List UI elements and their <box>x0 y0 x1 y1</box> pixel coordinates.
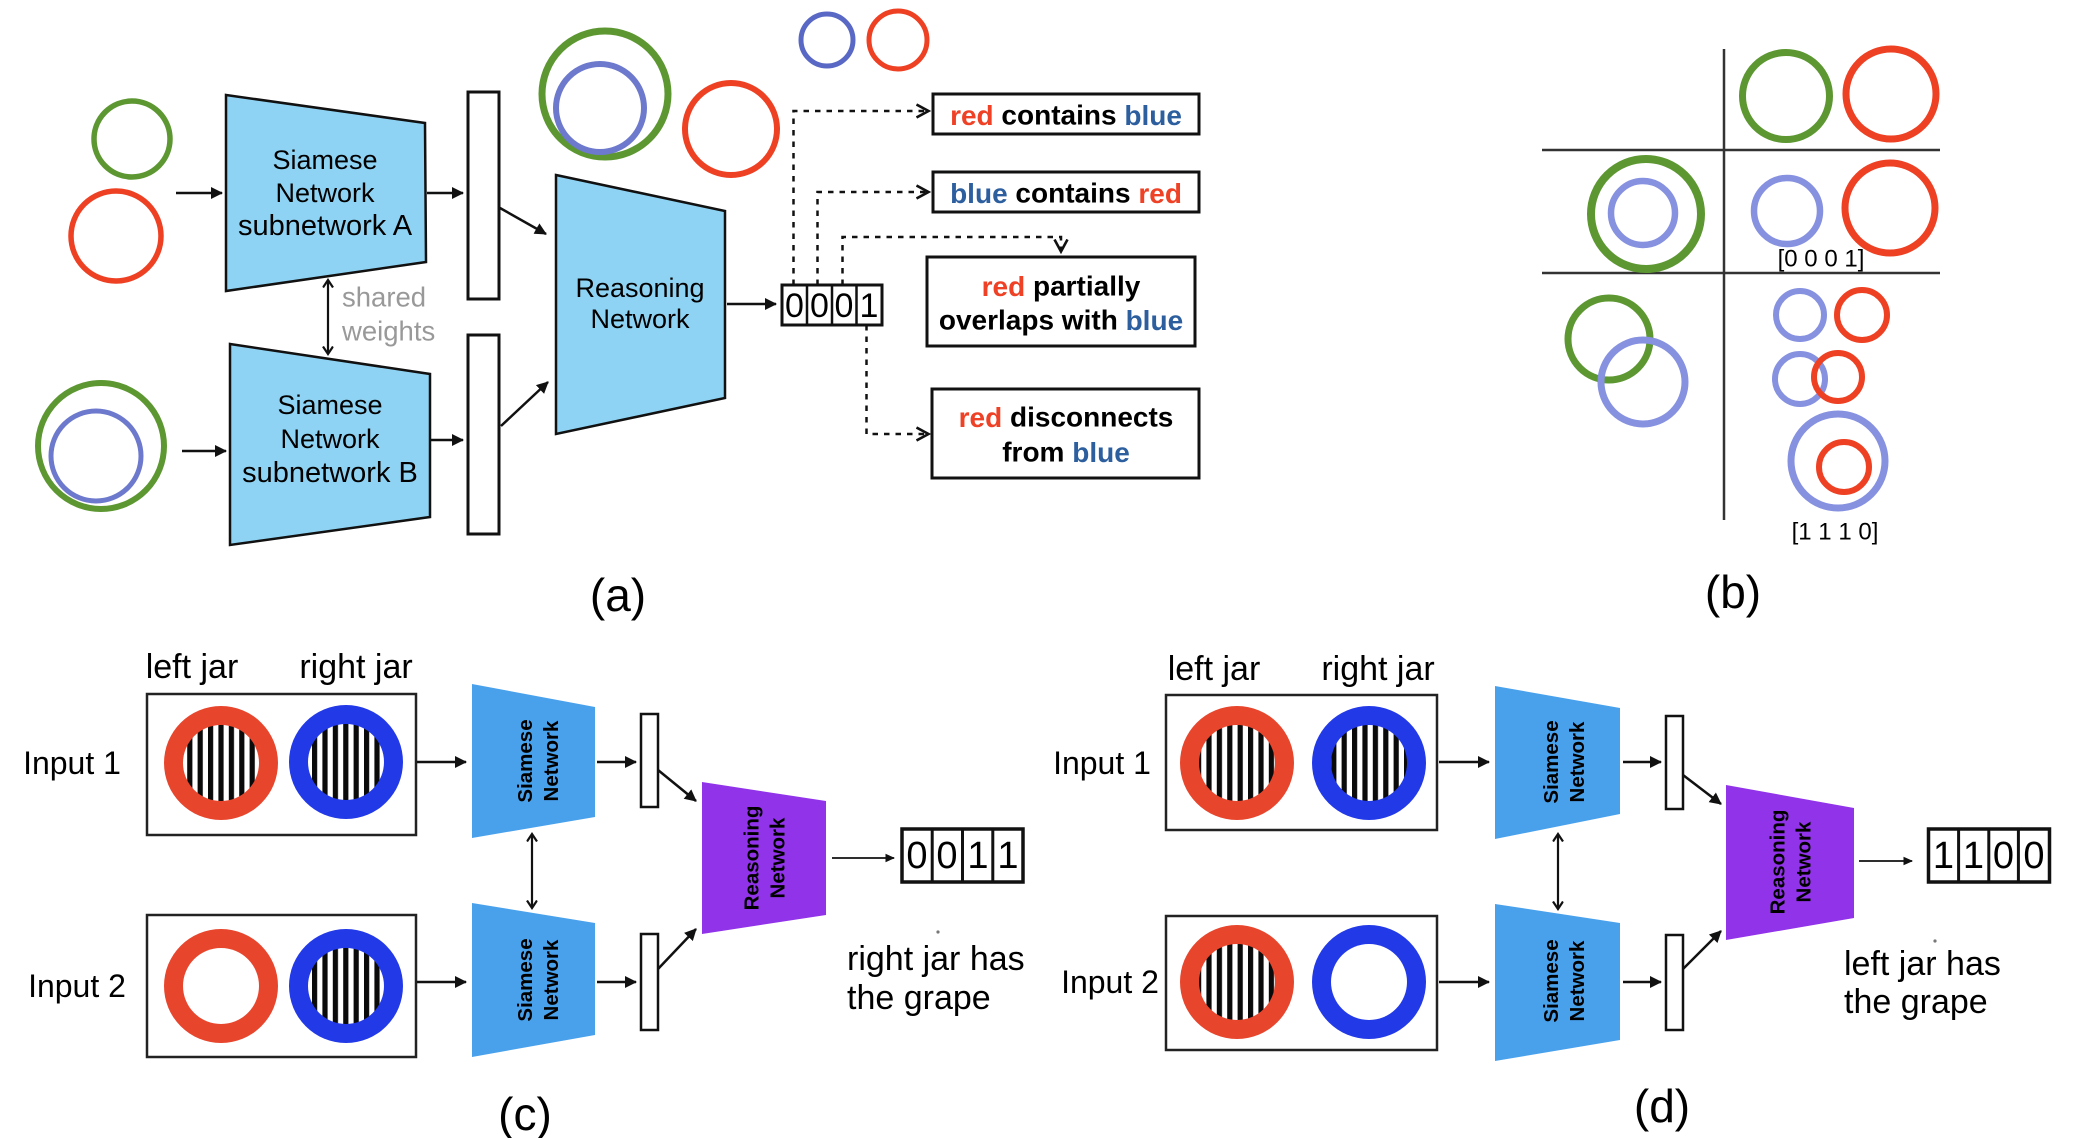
svg-text:1: 1 <box>1963 835 1984 877</box>
svg-text:Network: Network <box>1566 721 1589 802</box>
svg-text:left jar has: left jar has <box>1844 945 2001 983</box>
svg-text:the grape: the grape <box>1844 983 1988 1021</box>
svg-text:0: 0 <box>936 835 957 877</box>
svg-text:Siamese: Siamese <box>277 390 382 420</box>
svg-text:0: 0 <box>1993 835 2014 877</box>
svg-text:1: 1 <box>967 835 988 877</box>
svg-text:0: 0 <box>810 287 829 325</box>
svg-text:left jar: left jar <box>146 648 239 686</box>
svg-text:right jar: right jar <box>299 648 412 686</box>
svg-text:shared: shared <box>342 282 426 313</box>
svg-text:0: 0 <box>906 835 927 877</box>
svg-text:right jar: right jar <box>1321 650 1434 688</box>
svg-text:Siamese: Siamese <box>514 719 537 802</box>
svg-text:Network: Network <box>280 424 380 454</box>
svg-text:Network: Network <box>1793 821 1816 902</box>
svg-text:subnetwork B: subnetwork B <box>242 457 418 489</box>
svg-text:the grape: the grape <box>847 979 991 1017</box>
svg-text:red contains blue: red contains blue <box>950 100 1182 131</box>
svg-text:(b): (b) <box>1705 566 1761 618</box>
svg-text:0: 0 <box>2023 835 2044 877</box>
svg-text:(d): (d) <box>1634 1080 1690 1132</box>
svg-text:Siamese: Siamese <box>1540 939 1563 1022</box>
svg-text:Siamese: Siamese <box>272 145 377 175</box>
svg-text:Network: Network <box>767 817 790 898</box>
svg-text:from blue: from blue <box>1002 437 1130 468</box>
svg-text:subnetwork A: subnetwork A <box>238 210 413 242</box>
svg-text:Input 1: Input 1 <box>1053 745 1151 781</box>
svg-text:Reasoning: Reasoning <box>741 806 764 911</box>
svg-text:left jar: left jar <box>1168 650 1261 688</box>
svg-text:1: 1 <box>997 835 1018 877</box>
svg-text:Network: Network <box>275 178 375 208</box>
svg-text:Reasoning: Reasoning <box>1767 810 1790 915</box>
svg-text:right jar has: right jar has <box>847 940 1025 978</box>
svg-text:overlaps with blue: overlaps with blue <box>939 305 1183 336</box>
svg-text:Network: Network <box>540 939 563 1020</box>
svg-text:[1 1 1 0]: [1 1 1 0] <box>1792 519 1879 546</box>
svg-text:Network: Network <box>590 304 690 334</box>
svg-text:Siamese: Siamese <box>1540 720 1563 803</box>
svg-text:red partially: red partially <box>982 271 1141 302</box>
svg-text:Network: Network <box>540 720 563 801</box>
svg-text:1: 1 <box>1933 835 1954 877</box>
svg-text:0: 0 <box>835 287 854 325</box>
svg-text:Input 2: Input 2 <box>1061 964 1159 1000</box>
svg-text:(a): (a) <box>590 569 646 621</box>
svg-text:red disconnects: red disconnects <box>959 402 1174 433</box>
svg-text:Siamese: Siamese <box>514 938 537 1021</box>
svg-text:weights: weights <box>341 316 435 347</box>
svg-text:[0 0 0 1]: [0 0 0 1] <box>1778 246 1865 273</box>
svg-text:Input 1: Input 1 <box>23 745 121 781</box>
svg-text:Input 2: Input 2 <box>28 968 126 1004</box>
svg-text:Reasoning: Reasoning <box>575 273 704 303</box>
svg-text:0: 0 <box>785 287 804 325</box>
svg-text:(c): (c) <box>498 1088 552 1138</box>
svg-text:Network: Network <box>1566 940 1589 1021</box>
svg-text:1: 1 <box>860 287 879 325</box>
svg-text:blue contains red: blue contains red <box>950 178 1182 209</box>
